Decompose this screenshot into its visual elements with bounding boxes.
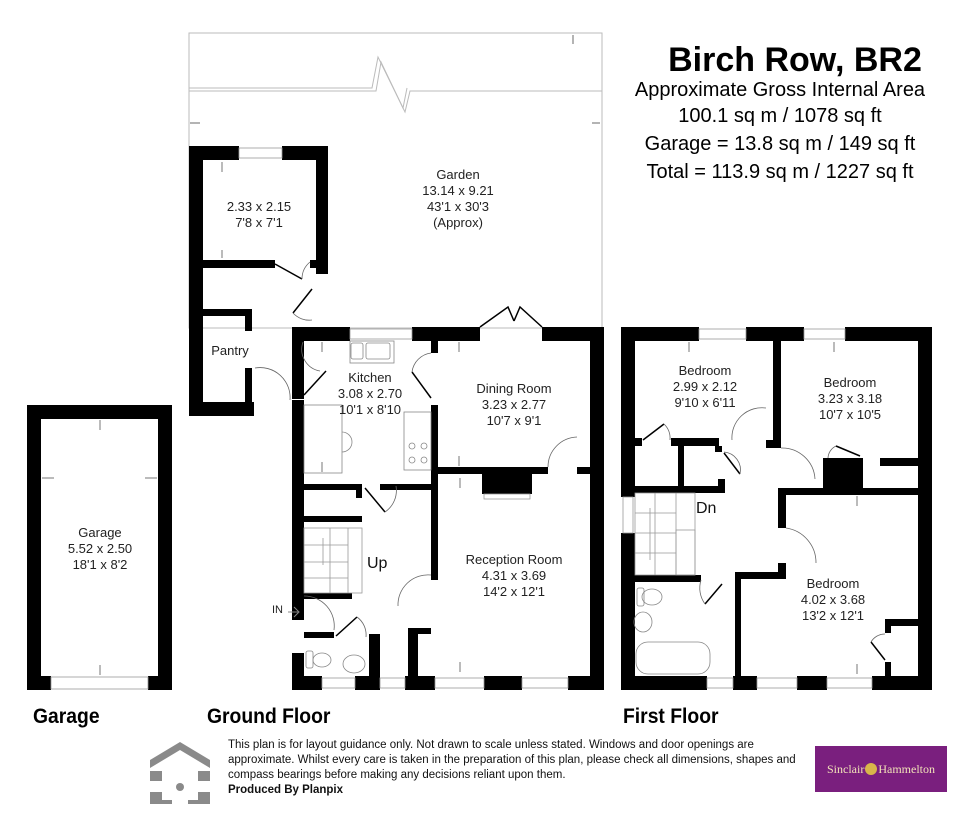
brand-right: Hammelton xyxy=(878,761,935,776)
ground-floor-doors xyxy=(303,370,432,637)
kitchen-fittings xyxy=(303,340,432,474)
first-floor-windows xyxy=(622,328,873,689)
brand-left: Sinclair xyxy=(827,761,865,776)
room-kitchen: Kitchen 3.08 x 2.70 10'1 x 8'10 xyxy=(338,370,402,418)
room-name: Pantry xyxy=(211,343,249,358)
room-metric: 3.08 x 2.70 xyxy=(337,386,403,401)
room-imperial: 43'1 x 30'3 xyxy=(426,199,490,214)
room-bedroom-1: Bedroom 2.99 x 2.12 9'10 x 6'11 xyxy=(673,363,737,411)
garage-walls xyxy=(27,405,172,690)
room-metric: 4.31 x 3.69 xyxy=(481,568,547,583)
cloakroom-fittings xyxy=(305,650,366,674)
property-title: Birch Row, BR2 xyxy=(668,41,922,79)
room-imperial: 7'8 x 7'1 xyxy=(235,215,283,230)
total-area: Total = 113.9 sq m / 1227 sq ft xyxy=(646,161,914,183)
agent-logo: Sinclair Hammelton xyxy=(815,746,947,792)
dimension-ticks xyxy=(42,162,858,675)
garage-area: Garage = 13.8 sq m / 149 sq ft xyxy=(644,133,916,155)
house-coin-icon xyxy=(865,763,878,775)
room-imperial: 10'7 x 10'5 xyxy=(818,407,882,422)
floor-label-first: First Floor xyxy=(623,705,719,728)
room-imperial: 10'7 x 9'1 xyxy=(486,413,542,428)
produced-by: Produced By Planpix xyxy=(228,784,344,796)
entrance-arrow xyxy=(288,606,300,618)
room-bedroom-2: Bedroom 3.23 x 3.18 10'7 x 10'5 xyxy=(818,375,882,423)
room-metric: 2.33 x 2.15 xyxy=(226,199,292,214)
room-name: Kitchen xyxy=(348,370,392,385)
outbuilding-window xyxy=(238,147,283,159)
first-floor-stairs xyxy=(634,492,696,576)
room-metric: 5.52 x 2.50 xyxy=(67,541,133,556)
ground-floor-walls xyxy=(292,327,604,690)
ground-stairs xyxy=(303,527,363,594)
internal-area: 100.1 sq m / 1078 sq ft xyxy=(678,105,882,127)
floor-label-garage: Garage xyxy=(33,705,100,728)
room-metric: 13.14 x 9.21 xyxy=(422,183,494,198)
area-subtitle: Approximate Gross Internal Area xyxy=(634,79,926,101)
room-imperial: 14'2 x 12'1 xyxy=(482,584,546,599)
planpix-logo-icon xyxy=(150,742,210,804)
disclaimer: This plan is for layout guidance only. N… xyxy=(228,738,808,798)
room-name: Garage xyxy=(78,525,122,540)
room-metric: 3.23 x 3.18 xyxy=(817,391,883,406)
room-name: Bedroom xyxy=(806,576,860,591)
room-note: (Approx) xyxy=(433,215,483,230)
room-name: Garden xyxy=(436,167,480,182)
room-imperial: 9'10 x 6'11 xyxy=(674,395,736,410)
room-imperial: 13'2 x 12'1 xyxy=(801,608,865,623)
floor-label-ground: Ground Floor xyxy=(207,705,331,728)
dimension-arrows xyxy=(190,35,600,124)
room-name: Dining Room xyxy=(476,381,552,396)
room-garden: Garden 13.14 x 9.21 43'1 x 30'3 (Approx) xyxy=(422,167,494,231)
entrance-label: IN xyxy=(272,604,283,616)
room-metric: 4.02 x 3.68 xyxy=(800,592,866,607)
doors-outbuilding xyxy=(274,263,313,314)
ground-floor-windows xyxy=(321,328,569,689)
room-name: Reception Room xyxy=(465,552,563,567)
room-name: Bedroom xyxy=(678,363,732,378)
room-metric: 3.23 x 2.77 xyxy=(481,397,547,412)
room-metric: 2.99 x 2.12 xyxy=(672,379,738,394)
garden-boundary xyxy=(188,32,603,329)
first-floor-doors xyxy=(642,423,886,661)
outbuilding-walls xyxy=(189,146,328,416)
garage-door-opening xyxy=(50,676,149,690)
room-imperial: 10'1 x 8'10 xyxy=(338,402,402,417)
disclaimer-text: This plan is for layout guidance only. N… xyxy=(228,739,796,781)
room-dining: Dining Room 3.23 x 2.77 10'7 x 9'1 xyxy=(476,381,551,429)
room-imperial: 18'1 x 8'2 xyxy=(72,557,128,572)
french-doors xyxy=(479,305,543,328)
room-garage: Garage 5.52 x 2.50 18'1 x 8'2 xyxy=(68,525,132,573)
bathroom-fittings xyxy=(633,587,711,675)
room-pantry: Pantry xyxy=(211,343,249,359)
stairs-up-label: Up xyxy=(367,555,388,572)
room-outbuilding: 2.33 x 2.15 7'8 x 7'1 xyxy=(227,199,291,231)
stairs-down-label: Dn xyxy=(696,500,717,517)
room-reception: Reception Room 4.31 x 3.69 14'2 x 12'1 xyxy=(466,552,563,600)
room-name: Bedroom xyxy=(823,375,877,390)
first-floor-walls xyxy=(621,327,932,690)
room-bedroom-3: Bedroom 4.02 x 3.68 13'2 x 12'1 xyxy=(801,576,865,624)
